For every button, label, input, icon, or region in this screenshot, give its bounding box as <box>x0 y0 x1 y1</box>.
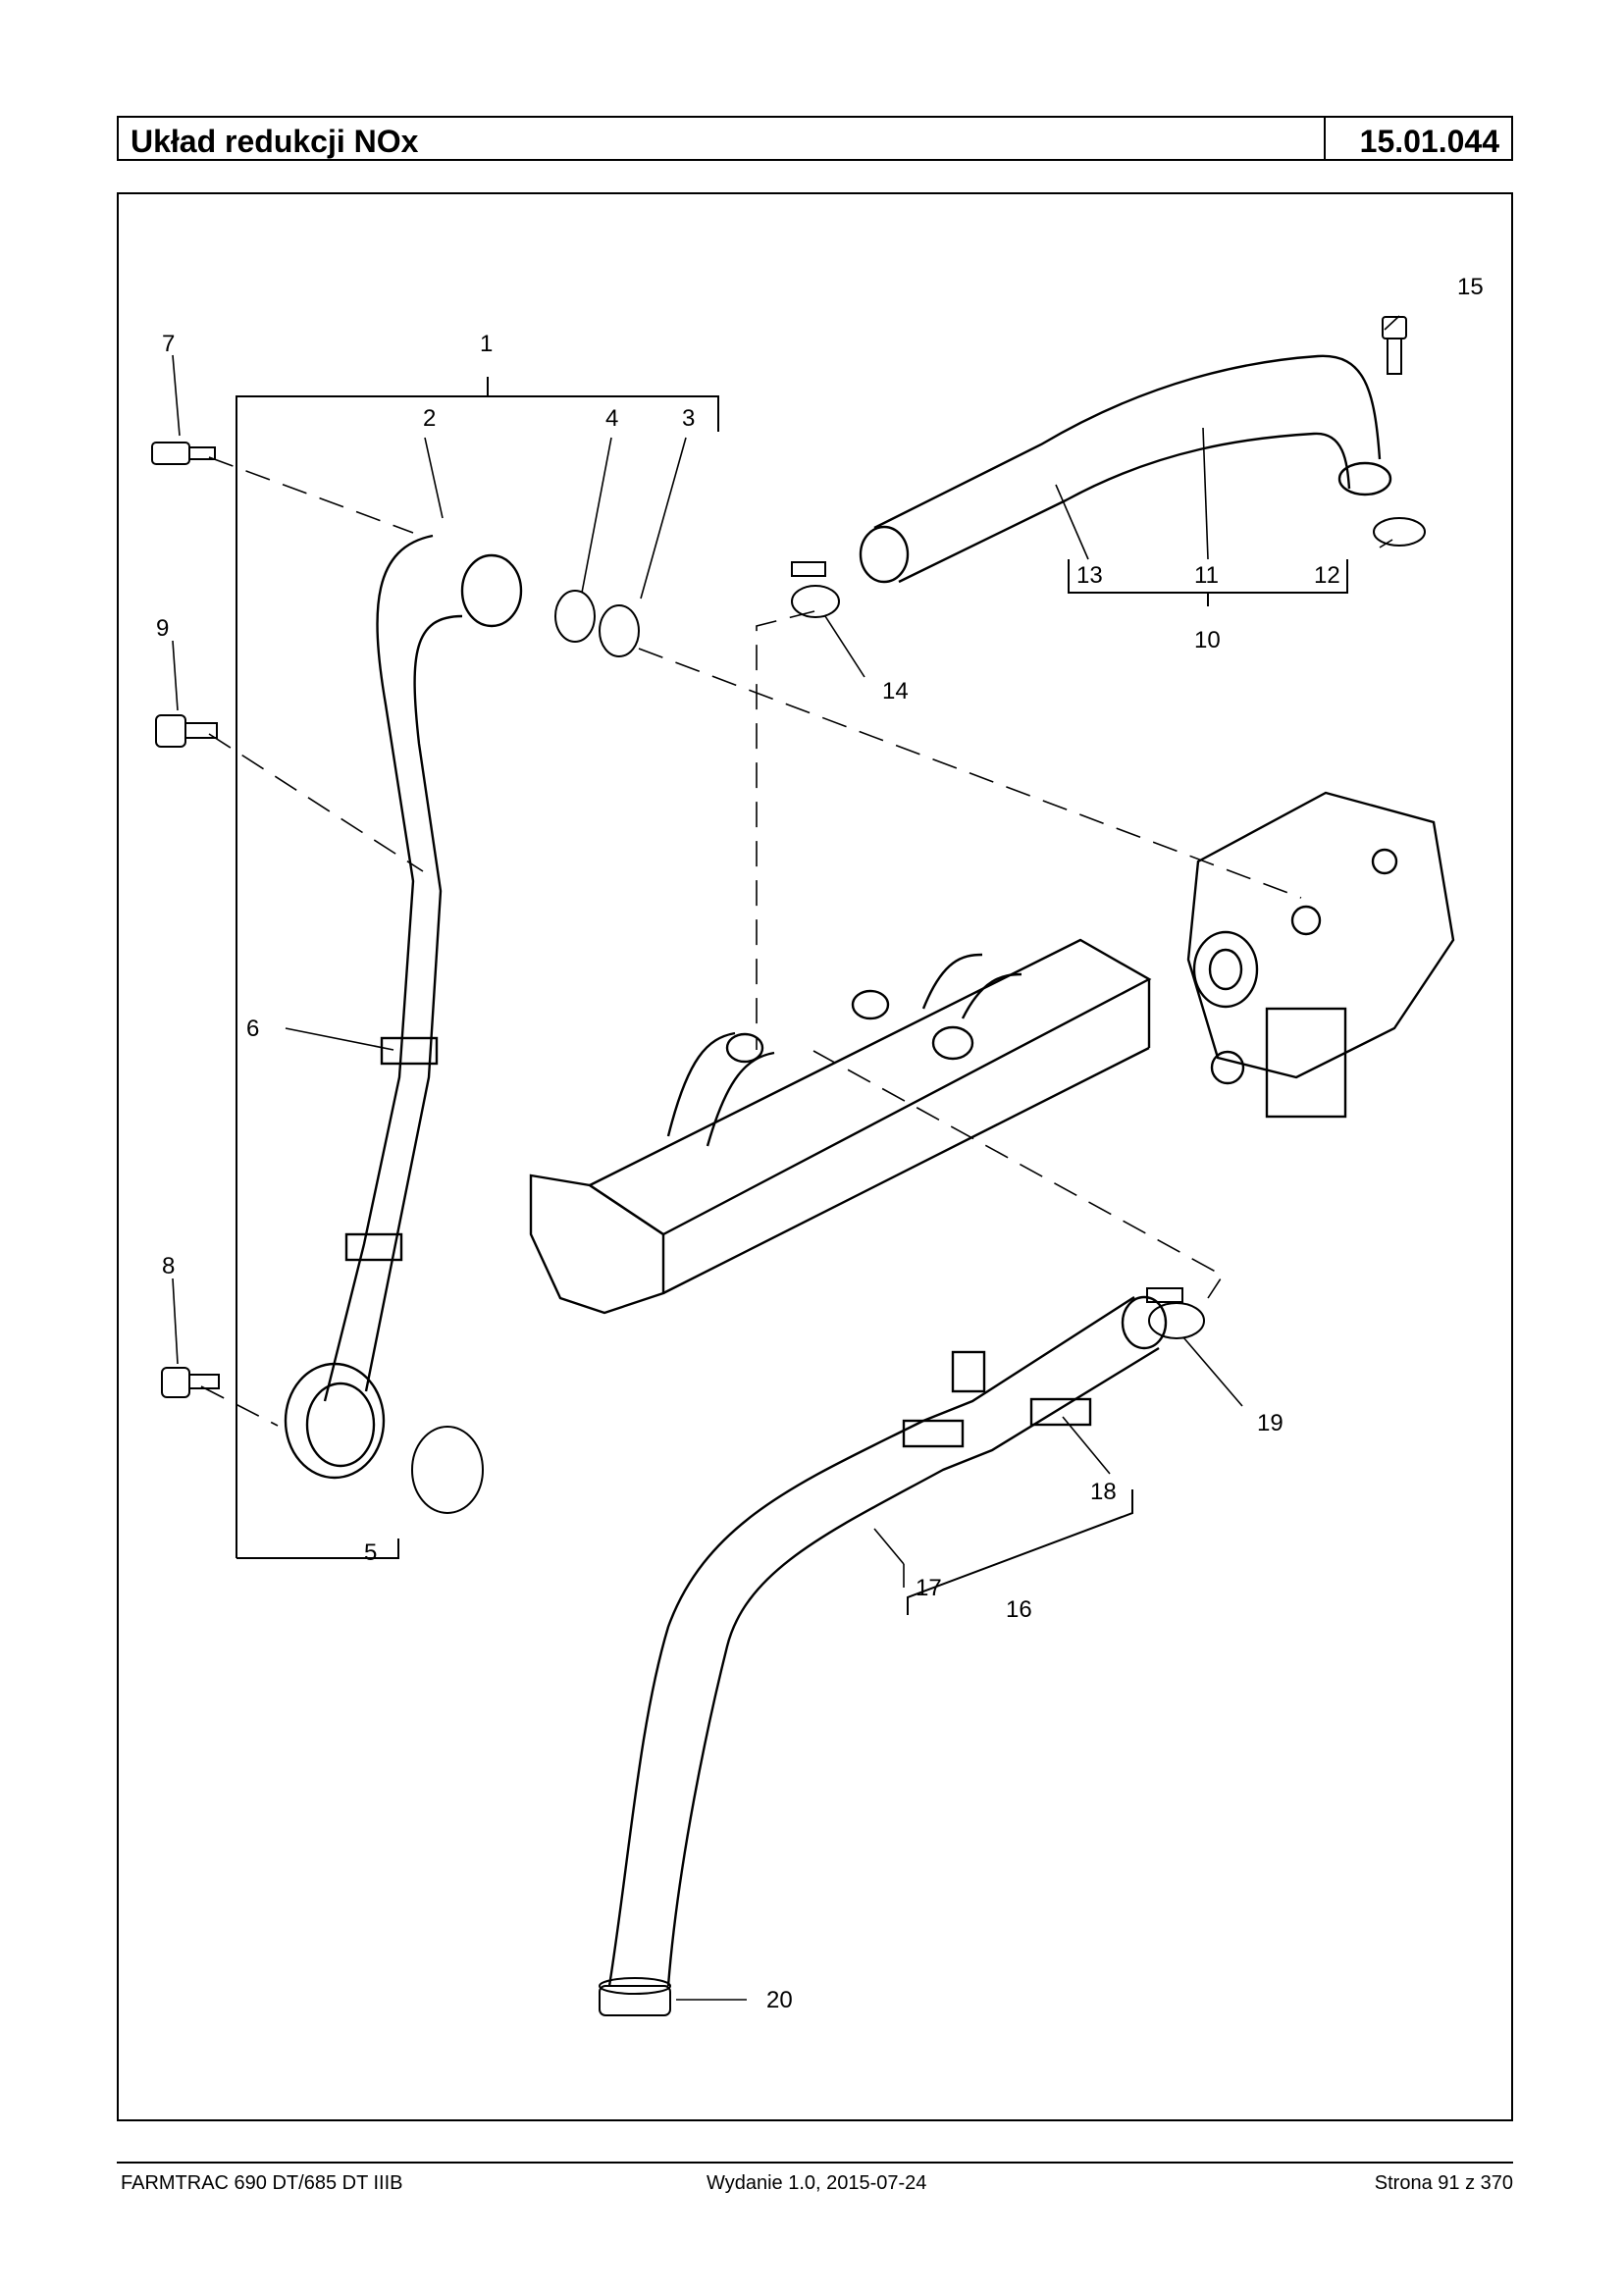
seal-5-icon <box>411 1426 484 1514</box>
egr-pipe-1 <box>284 534 523 1480</box>
callout-13: 13 <box>1076 562 1103 589</box>
callout-5: 5 <box>364 1539 377 1566</box>
callout-12: 12 <box>1314 562 1340 589</box>
callout-11: 11 <box>1194 562 1219 589</box>
bolt-9-icon <box>155 714 218 748</box>
callout-14: 14 <box>882 678 909 704</box>
footer-model: FARMTRAC 690 DT/685 DT IIIB <box>121 2172 403 2194</box>
footer-edition: Wydanie 1.0, 2015-07-24 <box>707 2172 927 2194</box>
seal-4-icon <box>554 590 596 643</box>
callout-15: 15 <box>1457 274 1484 300</box>
callout-1: 1 <box>480 331 493 357</box>
exploded-parts-diagram: 1 2 3 4 5 6 7 8 9 10 11 12 13 14 15 16 1… <box>151 274 1484 2016</box>
coolant-pipe-10 <box>859 354 1392 584</box>
title-divider <box>1324 118 1326 159</box>
callout-9: 9 <box>156 615 169 642</box>
bracket-group-1 <box>236 395 719 1558</box>
hose-assembly-16 <box>607 1295 1168 1987</box>
clamp-19-icon <box>1146 1287 1205 1339</box>
callout-2: 2 <box>423 405 436 432</box>
bolt-15-icon <box>1382 316 1407 375</box>
footer-page-number: Strona 91 z 370 <box>1374 2172 1513 2194</box>
callout-3: 3 <box>682 405 695 432</box>
egr-valve-housing <box>1186 791 1455 1119</box>
callout-16: 16 <box>1006 1596 1032 1623</box>
page-title: Układ redukcji NOx <box>131 124 419 159</box>
seal-12-icon <box>1373 517 1426 547</box>
callout-19: 19 <box>1257 1410 1283 1436</box>
section-code: 15.01.044 <box>1359 124 1499 159</box>
egr-cooler-body <box>529 938 1152 1315</box>
bolt-8-icon <box>161 1367 220 1398</box>
callout-6: 6 <box>246 1016 259 1042</box>
callout-18: 18 <box>1090 1479 1117 1505</box>
bolt-7-icon <box>151 442 216 465</box>
bracket-group-16 <box>907 1489 1133 1615</box>
diagram-frame: 1 2 3 4 5 6 7 8 9 10 11 12 13 14 15 16 1… <box>117 192 1513 2121</box>
clamp-14-icon <box>791 561 840 618</box>
callout-4: 4 <box>605 405 618 432</box>
title-bar: Układ redukcji NOx 15.01.044 <box>117 116 1513 161</box>
callout-20: 20 <box>766 1987 793 2013</box>
clamp-20-icon <box>599 1977 671 2016</box>
seal-3-icon <box>599 604 640 657</box>
footer-rule <box>117 2162 1513 2164</box>
callout-7: 7 <box>162 331 175 357</box>
callout-10: 10 <box>1194 627 1221 653</box>
callout-8: 8 <box>162 1253 175 1279</box>
callout-17: 17 <box>916 1575 942 1601</box>
